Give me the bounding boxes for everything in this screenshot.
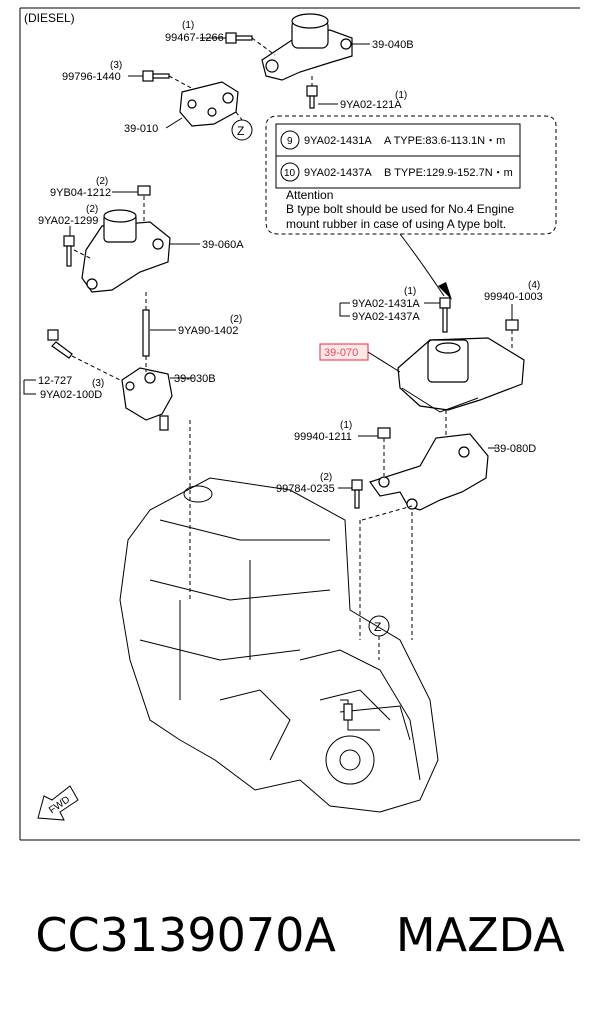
callout-row2-spec: B TYPE:129.9-152.7N・m bbox=[384, 167, 513, 179]
fwd-arrow-icon: FWD bbox=[37, 785, 79, 821]
label-39-070: 39-070 bbox=[324, 347, 358, 359]
qty-99796-1440: (3) bbox=[110, 60, 122, 71]
brand-name: MAZDA bbox=[395, 908, 565, 962]
label-39-060a: 39-060A bbox=[202, 239, 244, 251]
callout-row2-code: 9YA02-1437A bbox=[304, 167, 372, 179]
bolt-99796-1440[interactable] bbox=[142, 70, 170, 82]
bolt-99784-0235[interactable] bbox=[351, 479, 363, 509]
bolt-9-icon-label: 9 bbox=[287, 136, 293, 147]
bracket-39-010[interactable] bbox=[179, 81, 239, 127]
attention-title: Attention bbox=[286, 188, 333, 202]
mount-39-060a[interactable] bbox=[81, 209, 171, 293]
label-39-030b: 39-030B bbox=[174, 373, 216, 385]
qty-9ya02-1431a: (1) bbox=[404, 286, 416, 297]
bolt-9-icon bbox=[280, 130, 300, 150]
label-12-727: 12-727 bbox=[38, 375, 72, 387]
bolt-10-icon bbox=[280, 162, 300, 182]
label-9yb04-1212: 9YB04-1212 bbox=[50, 187, 111, 199]
label-9ya02-1299: 9YA02-1299 bbox=[38, 215, 98, 227]
qty-9yb04-1212: (2) bbox=[96, 176, 108, 187]
attention-line2: mount rubber in case of using A type bol… bbox=[286, 217, 506, 231]
bolt-99467-1266[interactable] bbox=[225, 32, 253, 44]
label-9ya90-1402: 9YA90-1402 bbox=[178, 325, 238, 337]
z-marker-top: Z bbox=[231, 119, 253, 141]
label-39-040b: 39-040B bbox=[372, 39, 414, 51]
label-99940-1211: 99940-1211 bbox=[294, 431, 352, 443]
part-number: CC3139070A bbox=[35, 908, 336, 962]
svg-text:Z: Z bbox=[374, 620, 381, 634]
qty-9ya02-100d: (3) bbox=[92, 378, 104, 389]
torque-callout: 9 10 9YA02-1431A A TYPE:83.6-113.1N・m 9Y… bbox=[265, 115, 557, 235]
engine-block bbox=[119, 477, 439, 813]
label-99467-1266: 99467-1266 bbox=[165, 32, 224, 44]
label-99784-0235: 99784-0235 bbox=[276, 483, 335, 495]
qty-99467-1266: (1) bbox=[182, 20, 194, 31]
stud-9ya90-1402[interactable] bbox=[142, 309, 150, 357]
qty-99784-0235: (2) bbox=[320, 472, 332, 483]
label-9ya02-1437a: 9YA02-1437A bbox=[352, 311, 420, 323]
nut-9yb04-1212[interactable] bbox=[137, 185, 151, 196]
nut-99940-1211[interactable] bbox=[377, 427, 391, 439]
bolt-9ya02-100d[interactable] bbox=[47, 329, 73, 359]
qty-99940-1211: (1) bbox=[340, 420, 352, 431]
mount-39-040b[interactable] bbox=[261, 13, 353, 81]
qty-99940-1003: (4) bbox=[528, 280, 540, 291]
nut-99940-1003[interactable] bbox=[505, 319, 519, 331]
z-marker-bottom: Z bbox=[368, 615, 390, 637]
label-99940-1003: 99940-1003 bbox=[484, 291, 543, 303]
label-39-080d: 39-080D bbox=[494, 443, 536, 455]
bolt-9ya02-121a[interactable] bbox=[306, 85, 318, 109]
label-99796-1440: 99796-1440 bbox=[62, 71, 121, 83]
bolt-10-icon-label: 10 bbox=[284, 168, 296, 179]
label-9ya02-121a: 9YA02-121A bbox=[340, 99, 402, 111]
qty-9ya02-1299: (2) bbox=[86, 204, 98, 215]
bracket-39-030b[interactable] bbox=[121, 367, 173, 431]
callout-row1-code: 9YA02-1431A bbox=[304, 135, 372, 147]
qty-9ya02-121a: (1) bbox=[395, 90, 407, 101]
attention-line1: B type bolt should be used for No.4 Engi… bbox=[286, 202, 514, 216]
bracket-39-080d[interactable] bbox=[369, 433, 489, 511]
label-9ya02-100d: 9YA02-100D bbox=[40, 389, 102, 401]
callout-row1-spec: A TYPE:83.6-113.1N・m bbox=[384, 135, 505, 147]
label-39-010: 39-010 bbox=[124, 123, 158, 135]
label-9ya02-1431a: 9YA02-1431A bbox=[352, 298, 420, 310]
svg-text:Z: Z bbox=[237, 124, 244, 138]
svg-text:FWD: FWD bbox=[47, 794, 72, 816]
bolt-9ya02-1431a[interactable] bbox=[439, 297, 451, 333]
diesel-label: (DIESEL) bbox=[24, 11, 75, 25]
part-footer: CC3139070A MAZDA bbox=[0, 900, 600, 970]
bolt-9ya02-1299[interactable] bbox=[63, 235, 75, 267]
mount-39-070[interactable] bbox=[397, 337, 525, 413]
qty-9ya90-1402: (2) bbox=[230, 314, 242, 325]
